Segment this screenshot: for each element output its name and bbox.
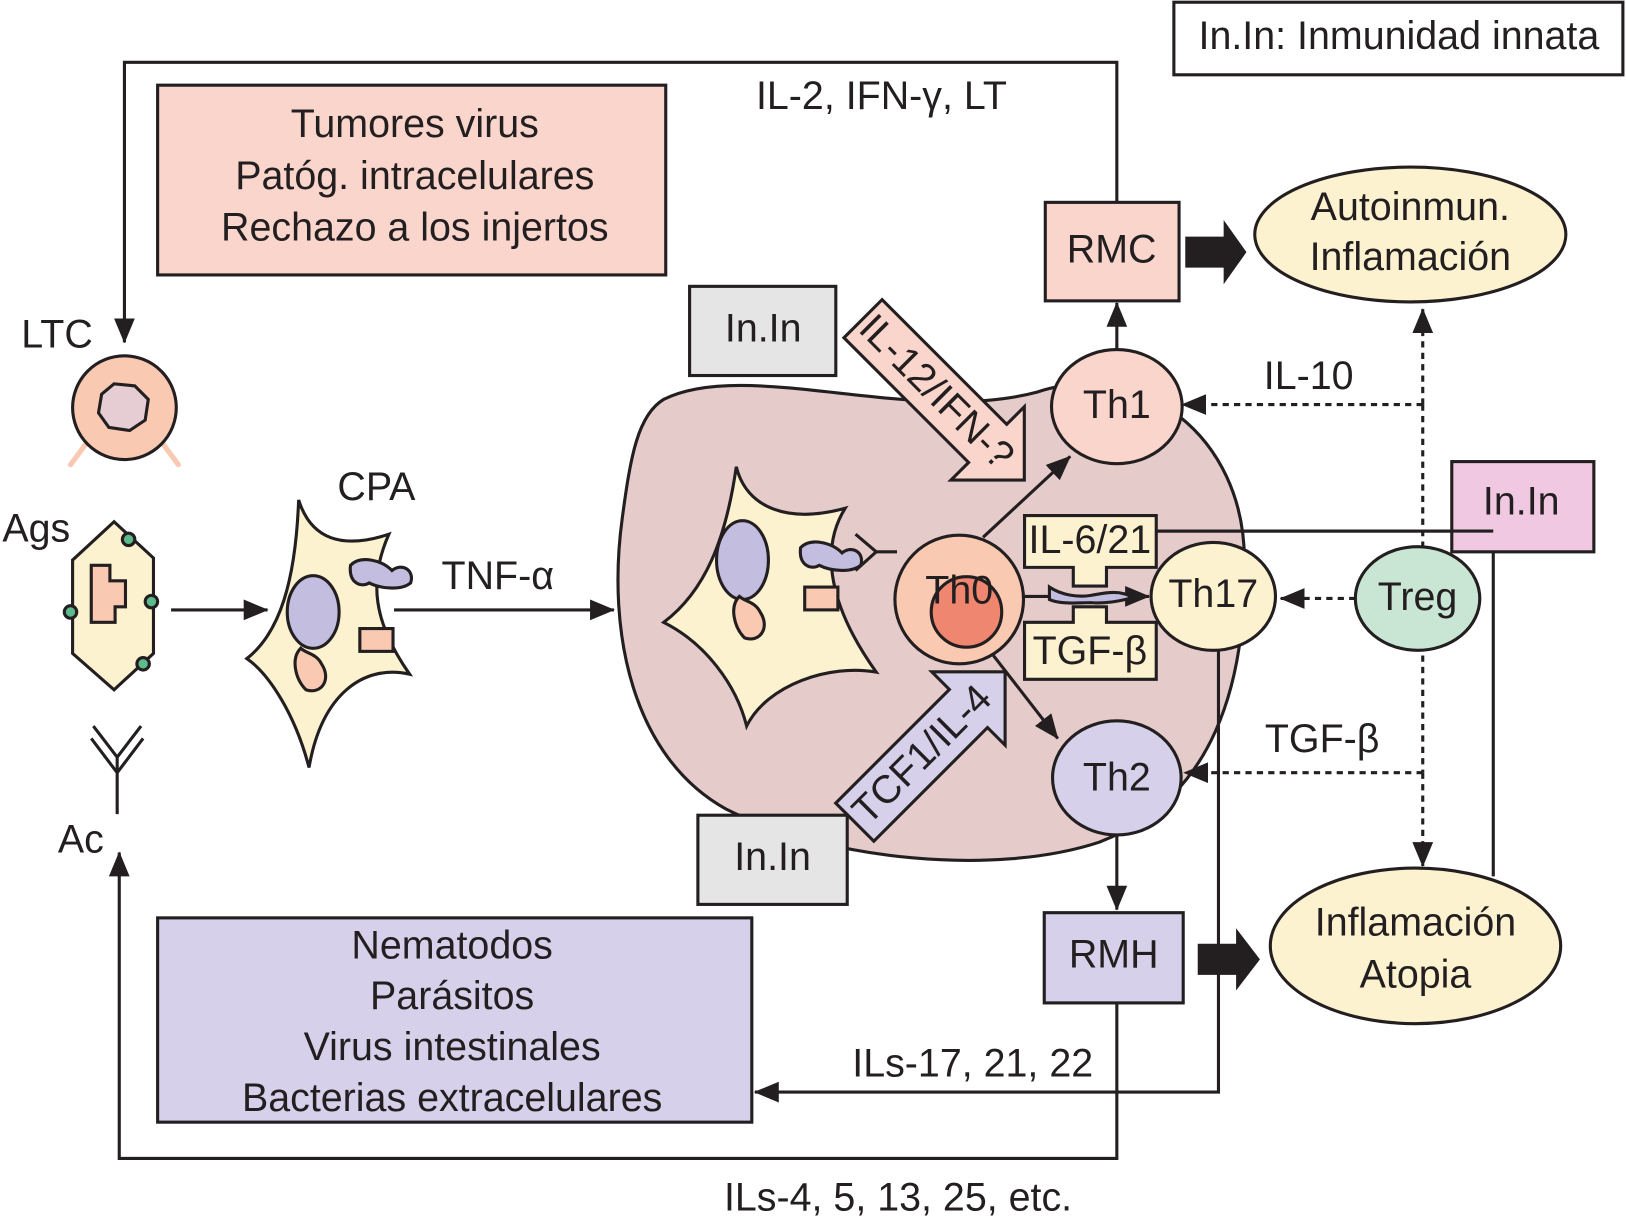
th0-label: Th0 (925, 569, 993, 613)
antigen-cell (62, 519, 160, 692)
rmc-box (1043, 200, 1181, 303)
tgfb-box (1022, 605, 1158, 681)
box-line: Parásitos (370, 974, 534, 1018)
treg-cell (1353, 545, 1482, 652)
th17-to-extracellular-arrow (753, 650, 1221, 1103)
legend-box: In.In: Inmunidad innata (1172, 0, 1625, 77)
outcome-line: Inflamación (1310, 235, 1511, 279)
rmh-box (1042, 911, 1185, 1005)
tgfb-right-label: TGF-β (1265, 717, 1380, 761)
treg-label: Treg (1378, 575, 1458, 619)
il6-21-box (1022, 513, 1158, 588)
cpa-label: CPA (337, 465, 416, 509)
il10-label: IL-10 (1264, 354, 1354, 398)
th1-to-ltc-connector (114, 60, 1119, 344)
th0-to-th2-arrow (992, 654, 1059, 740)
box-line: Virus intestinales (304, 1025, 601, 1069)
rmh-label: RMH (1069, 933, 1159, 977)
th17-cell (1149, 540, 1278, 652)
autoimmunity-ellipse (1253, 165, 1568, 304)
box-line: Nematodos (351, 923, 552, 967)
intracellular-pathogens-box: Tumores virus Patóg. intracelulares Rech… (156, 83, 668, 277)
outcome-line: Autoinmun. (1311, 185, 1510, 229)
ils17-label: ILs-17, 21, 22 (852, 1042, 1093, 1086)
th0-cell: Th0 (893, 533, 1026, 666)
innate-immunity-box-right (1450, 460, 1596, 554)
innate-immunity-label: In.In (725, 306, 802, 350)
rmh-to-atopia-arrow (1197, 928, 1260, 991)
th17-label: Th17 (1168, 572, 1258, 616)
outcome-line: Atopia (1360, 952, 1472, 996)
ltc-cell (67, 354, 181, 468)
innate-immunity-box-bottom (696, 813, 849, 906)
box-line: Patóg. intracelulares (235, 154, 594, 198)
th1-label: Th1 (1083, 383, 1151, 427)
ils4-label: ILs-4, 5, 13, 25, etc. (724, 1175, 1072, 1219)
box-line: Tumores virus (291, 102, 539, 146)
ac-label: Ac (58, 818, 104, 862)
rmh-to-ac-connector (108, 851, 1119, 1161)
apc-cell-inner (660, 466, 897, 731)
box-line: Bacterias extracelulares (242, 1076, 662, 1120)
ltc-label: LTC (21, 313, 93, 357)
box-line: Rechazo a los injertos (221, 206, 609, 250)
antibody-icon (90, 725, 145, 815)
il2-ifn-lt-label: IL-2, IFN-γ, LT (756, 74, 1007, 118)
cpa-cell (244, 499, 414, 768)
tnf-label: TNF-α (442, 554, 554, 598)
il6-21-label: IL-6/21 (1029, 518, 1152, 562)
ags-label: Ags (2, 506, 70, 550)
th2-label: Th2 (1083, 755, 1151, 799)
cytokine-receptor-icon (1047, 584, 1136, 605)
outcome-line: Inflamación (1315, 901, 1516, 945)
rmc-to-autoimmunity-arrow (1185, 219, 1247, 285)
tgfb-label: TGF-β (1033, 629, 1148, 673)
innate-immunity-label: In.In (734, 835, 811, 879)
rmc-label: RMC (1067, 228, 1157, 272)
atopia-ellipse (1268, 866, 1563, 1026)
extracellular-pathogens-box: Nematodos Parásitos Virus intestinales B… (156, 916, 754, 1124)
th0-to-th1-arrow (982, 455, 1072, 539)
innate-immunity-label: In.In (1483, 480, 1560, 524)
innate-immunity-box-top (688, 284, 838, 378)
legend-text: In.In: Inmunidad innata (1199, 14, 1600, 58)
